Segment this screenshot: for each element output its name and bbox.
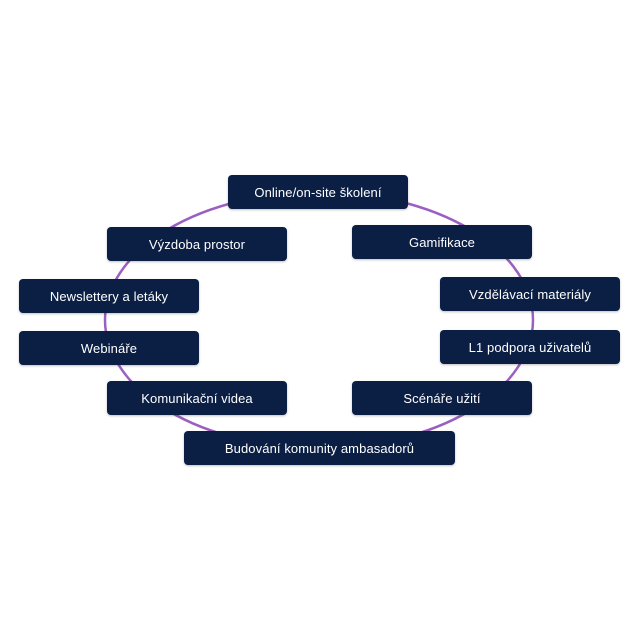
node-online-onsite-skoleni: Online/on-site školení: [228, 175, 408, 209]
node-label: Budování komunity ambasadorů: [224, 440, 415, 456]
node-komunikacni-videa: Komunikační videa: [107, 381, 287, 415]
node-newslettery-a-letaky: Newslettery a letáky: [19, 279, 199, 313]
node-budovani-komunity-ambasadoru: Budování komunity ambasadorů: [184, 431, 455, 465]
node-label: Gamifikace: [408, 234, 476, 250]
node-gamifikace: Gamifikace: [352, 225, 532, 259]
node-vzdelavaci-materialy: Vzdělávací materiály: [440, 277, 620, 311]
node-vyzdoba-prostor: Výzdoba prostor: [107, 227, 287, 261]
node-label: Scénáře užití: [403, 390, 481, 406]
node-l1-podpora-uzivatelu: L1 podpora uživatelů: [440, 330, 620, 364]
node-webinare: Webináře: [19, 331, 199, 365]
node-label: Webináře: [80, 340, 138, 356]
node-label: Vzdělávací materiály: [469, 286, 591, 302]
node-label: Online/on-site školení: [254, 184, 382, 200]
node-label: Newslettery a letáky: [49, 288, 169, 304]
node-label: Výzdoba prostor: [148, 236, 246, 252]
node-label: L1 podpora uživatelů: [468, 339, 592, 355]
node-label: Komunikační videa: [141, 390, 253, 406]
node-scenare-uziti: Scénáře užití: [352, 381, 532, 415]
